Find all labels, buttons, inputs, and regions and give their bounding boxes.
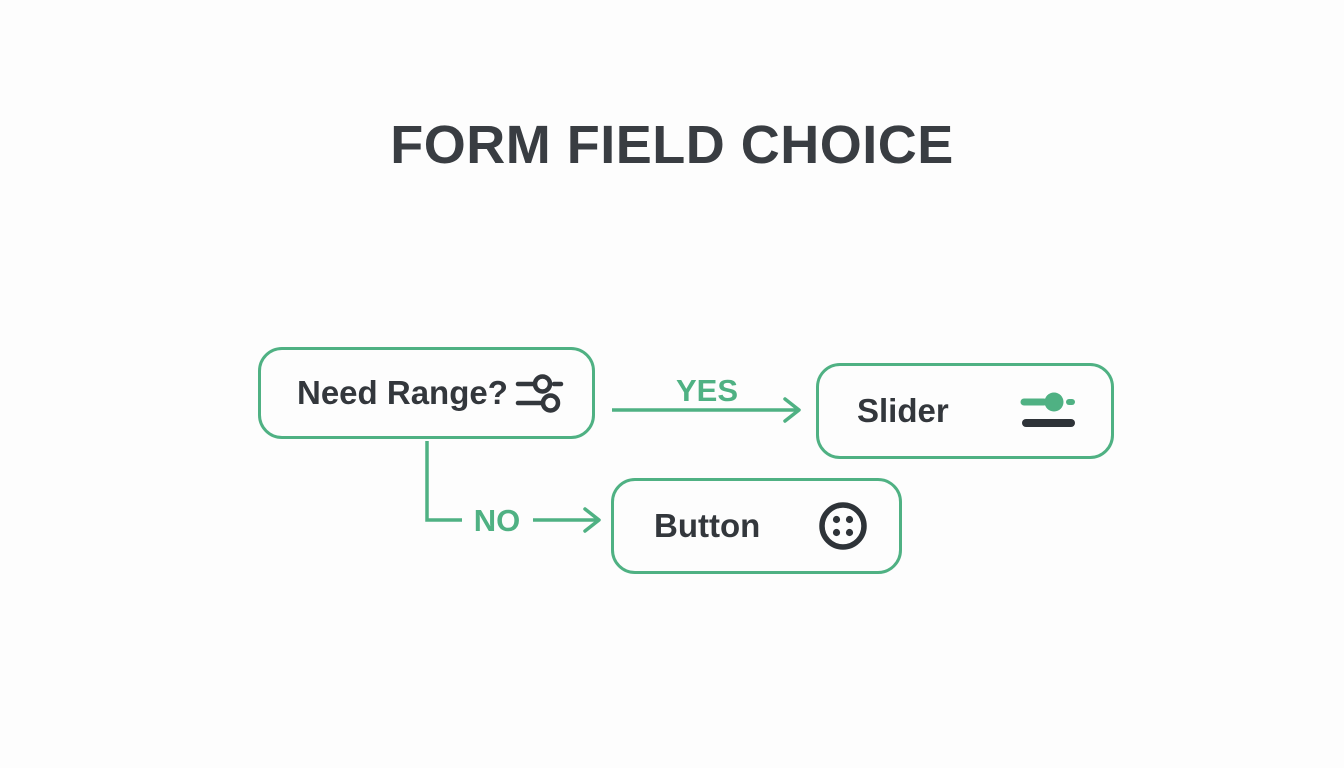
result-node-label: Button bbox=[654, 507, 761, 544]
page-title: FORM FIELD CHOICE bbox=[390, 115, 954, 175]
button-icon bbox=[817, 500, 869, 552]
yes-arrowhead bbox=[783, 397, 801, 423]
no-edge-label: NO bbox=[473, 503, 521, 538]
slider-icon bbox=[1019, 388, 1077, 434]
no-arrowhead bbox=[583, 507, 601, 533]
result-node-button: Button bbox=[611, 478, 902, 574]
yes-edge-label: YES bbox=[675, 373, 739, 408]
sliders-icon bbox=[514, 370, 566, 416]
result-node-label: Slider bbox=[857, 392, 949, 429]
decision-node-need-range: Need Range? bbox=[258, 347, 595, 439]
no-edge-elbow bbox=[425, 441, 462, 522]
result-node-slider: Slider bbox=[816, 363, 1114, 459]
decision-node-label: Need Range? bbox=[297, 374, 508, 411]
